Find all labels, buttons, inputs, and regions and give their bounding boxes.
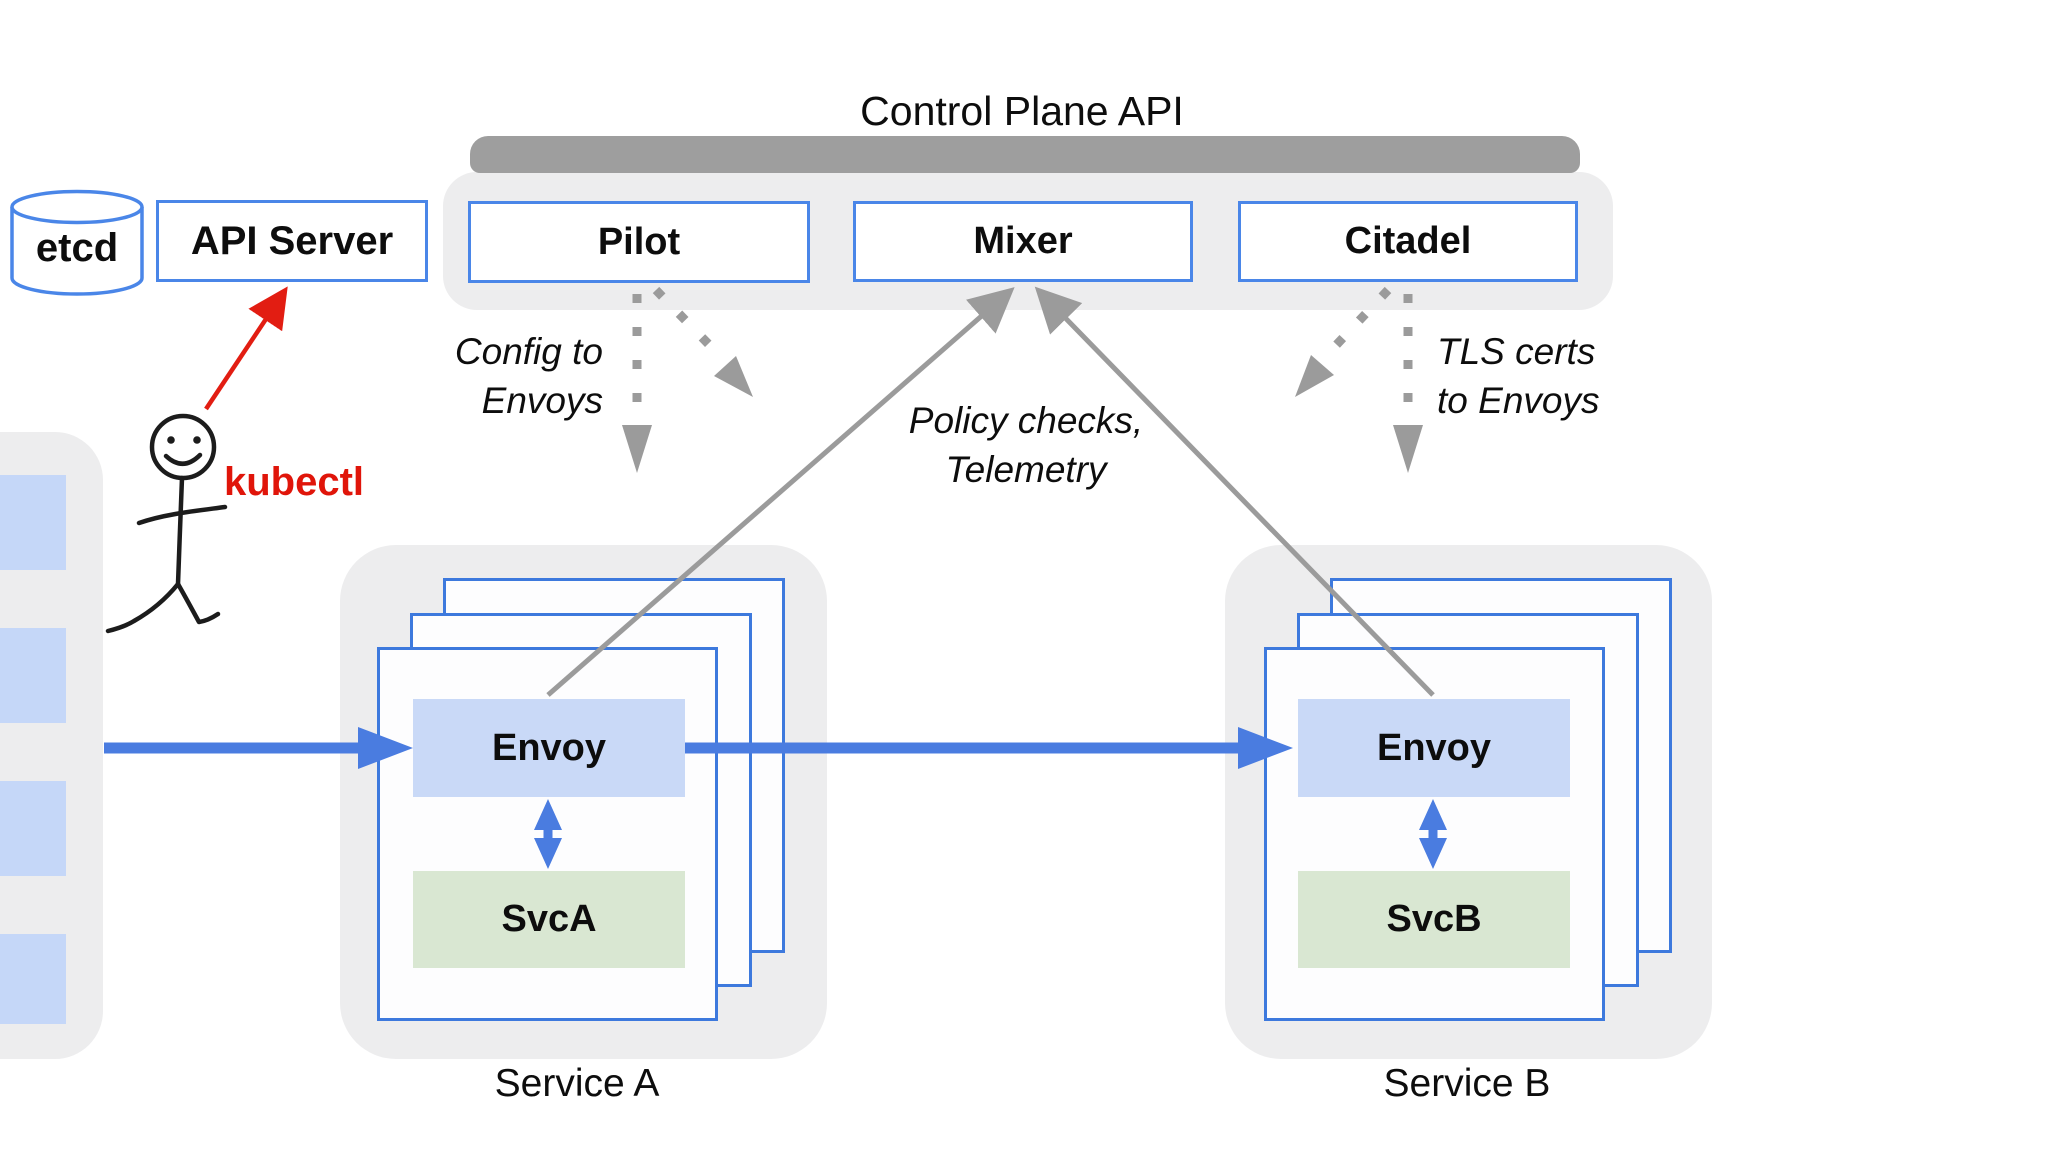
- pilot-annotation: Config to Envoys: [398, 327, 603, 425]
- pod-tile: [0, 781, 66, 876]
- pod-tile: [0, 934, 66, 1024]
- pod-tile: [0, 628, 66, 723]
- service-b-envoy-label: Envoy: [1376, 726, 1492, 769]
- pilot-box: Pilot: [468, 201, 810, 283]
- control-plane-title: Control Plane API: [860, 88, 1184, 134]
- service-b-label: Service B: [1383, 1062, 1551, 1105]
- pilot-annotation-line1: Config to: [454, 331, 603, 372]
- mixer-annotation-line2: Telemetry: [945, 449, 1107, 490]
- service-a-workload-box: SvcA: [413, 871, 685, 968]
- citadel-tls-arrow-down: [1393, 294, 1423, 473]
- mixer-annotation: Policy checks, Telemetry: [870, 396, 1182, 494]
- service-b-envoy-box: Envoy: [1298, 699, 1570, 797]
- etcd-cylinder-icon: [10, 189, 144, 296]
- citadel-box: Citadel: [1238, 201, 1578, 282]
- user-stick-figure-icon: [105, 413, 228, 634]
- pilot-label: Pilot: [597, 220, 681, 263]
- mixer-annotation-line1: Policy checks,: [908, 400, 1144, 441]
- api-server-label: API Server: [190, 218, 394, 263]
- service-a-envoy-box: Envoy: [413, 699, 685, 797]
- service-b-workload-label: SvcB: [1386, 898, 1482, 940]
- citadel-label: Citadel: [1344, 220, 1472, 262]
- kubectl-label: kubectl: [224, 460, 365, 504]
- service-a-label: Service A: [494, 1062, 660, 1105]
- control-plane-api-bar: [470, 136, 1580, 173]
- etcd-label: etcd: [35, 226, 119, 270]
- citadel-annotation: TLS certs to Envoys: [1437, 327, 1677, 425]
- mixer-box: Mixer: [853, 201, 1193, 282]
- service-b-workload-box: SvcB: [1298, 871, 1570, 968]
- pod-tile: [0, 475, 66, 570]
- api-server-box: API Server: [156, 200, 428, 282]
- mixer-label: Mixer: [973, 220, 1073, 262]
- pilot-config-arrow-down: [622, 294, 652, 473]
- kubectl-to-api-server-arrow: [204, 286, 288, 411]
- citadel-annotation-line1: TLS certs: [1437, 331, 1596, 372]
- pilot-annotation-line2: Envoys: [481, 380, 603, 421]
- citadel-annotation-line2: to Envoys: [1437, 380, 1600, 421]
- service-a-envoy-label: Envoy: [491, 726, 607, 769]
- service-a-workload-label: SvcA: [501, 898, 597, 940]
